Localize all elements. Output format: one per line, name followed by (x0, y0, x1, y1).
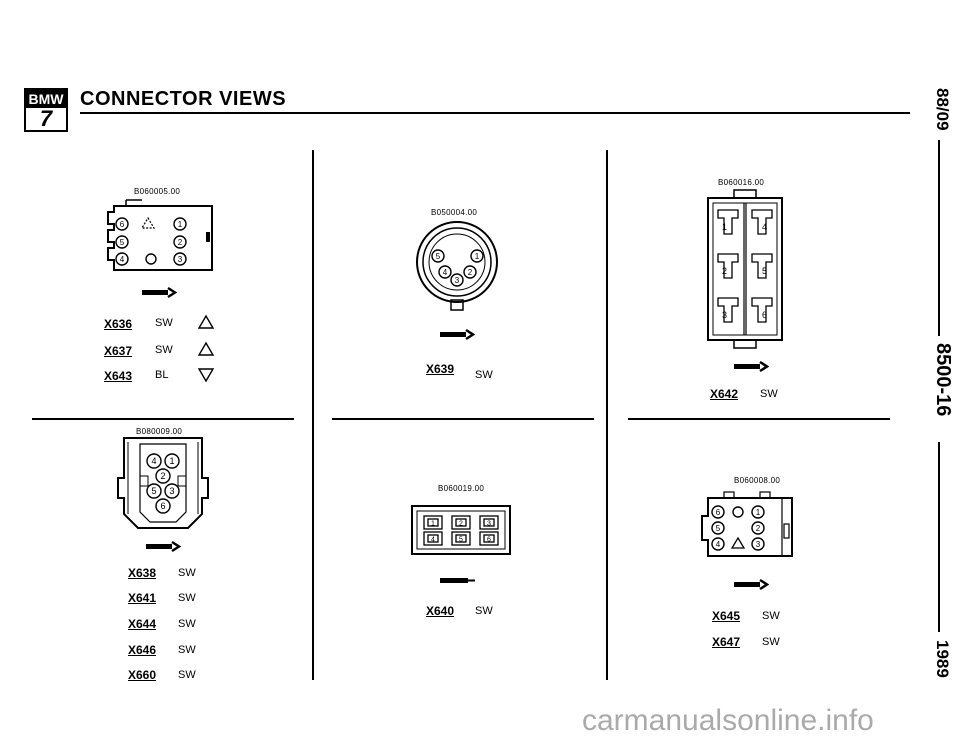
pin-label: 3 (487, 521, 491, 528)
pin-label: 2 (459, 521, 463, 528)
connector-diagram-b080009: 4 1 2 5 3 6 (117, 437, 209, 529)
view-direction-arrow-icon (734, 360, 770, 373)
row-divider-1 (32, 418, 294, 420)
diagram-code: B060016.00 (718, 178, 765, 187)
connector-id: X641 (128, 591, 157, 605)
pin-label: 4 (762, 222, 767, 232)
pin-label: 3 (756, 540, 761, 549)
pin-label: 2 (178, 238, 183, 247)
pin-label: 4 (120, 255, 125, 264)
connector-id: X643 (104, 369, 133, 383)
pin-label: 1 (475, 252, 480, 261)
connector-diagram-b060016: 1 4 2 5 3 6 (707, 189, 783, 349)
pin-label: 4 (431, 537, 435, 544)
diagram-code: B060019.00 (438, 484, 485, 493)
pin-label: 2 (160, 471, 165, 481)
pin-label: 4 (716, 540, 721, 549)
pin-label: 1 (756, 508, 761, 517)
triangle-up-icon (197, 341, 215, 356)
wire-color: SW (178, 644, 196, 656)
connector-id: X642 (710, 387, 739, 401)
pin-label: 4 (443, 268, 448, 277)
connector-diagram-b060019: 1 2 3 4 5 6 (411, 505, 511, 555)
wire-color: SW (155, 317, 173, 329)
connector-id: X660 (128, 668, 157, 682)
side-date: 88/09 (933, 88, 952, 131)
view-direction-arrow-icon (440, 328, 476, 341)
title-rule (80, 112, 910, 114)
pin-label: 2 (468, 268, 473, 277)
wire-color: BL (155, 369, 169, 381)
wire-color: SW (178, 669, 196, 681)
pin-label: 5 (459, 537, 463, 544)
column-divider-1 (312, 150, 314, 680)
connector-id: X638 (128, 566, 157, 580)
pin-label: 5 (762, 266, 767, 276)
connector-diagram-b060005: 6 1 5 2 4 3 (107, 199, 213, 271)
pin-label: 6 (487, 537, 491, 544)
wire-color: SW (475, 369, 493, 381)
wire-color: SW (760, 388, 778, 400)
pin-label: 1 (431, 521, 435, 528)
connector-diagram-b060008: 6 1 5 2 4 3 (701, 491, 793, 557)
pin-label: 3 (178, 255, 183, 264)
pin-label: 2 (722, 266, 727, 276)
watermark: carmanualsonline.info (582, 704, 874, 737)
pin-label: 1 (722, 222, 727, 232)
connector-id: X639 (426, 362, 455, 376)
pin-label: 6 (716, 508, 721, 517)
wire-color: SW (762, 610, 780, 622)
connector-id: X637 (104, 344, 133, 358)
pin-label: 6 (762, 310, 767, 320)
pin-label: 1 (178, 220, 183, 229)
pin-label: 5 (716, 524, 721, 533)
wire-color: SW (178, 618, 196, 630)
view-direction-arrow-icon (440, 578, 475, 583)
bmw-7-series-logo: BMW 7 (24, 88, 68, 132)
pin-label: 1 (169, 456, 174, 466)
diagram-code: B050004.00 (431, 208, 478, 217)
column-divider-2 (606, 150, 608, 680)
row-divider-2 (332, 418, 594, 420)
logo-series: 7 (39, 106, 53, 131)
view-direction-arrow-icon (146, 540, 182, 553)
wire-color: SW (178, 592, 196, 604)
pin-label: 3 (722, 310, 727, 320)
diagram-code: B060008.00 (734, 476, 781, 485)
side-rule-2 (938, 442, 940, 632)
pin-label: 4 (151, 456, 156, 466)
pin-label: 6 (120, 220, 125, 229)
connector-diagram-b050004: 5 1 4 2 3 (416, 221, 498, 311)
diagram-code: B060005.00 (134, 187, 181, 196)
side-page-number: 8500-16 (932, 343, 954, 417)
connector-id: X645 (712, 609, 741, 623)
page-title: CONNECTOR VIEWS (80, 88, 287, 110)
triangle-up-icon (197, 314, 215, 329)
pin-label: 2 (756, 524, 761, 533)
connector-id: X636 (104, 317, 133, 331)
view-direction-arrow-icon (734, 578, 770, 591)
wire-color: SW (178, 567, 196, 579)
wire-color: SW (155, 344, 173, 356)
side-rule-1 (938, 140, 940, 336)
pin-label: 5 (120, 238, 125, 247)
wire-color: SW (475, 605, 493, 617)
connector-id: X644 (128, 617, 157, 631)
logo-brand: BMW (26, 90, 66, 108)
view-direction-arrow-icon (142, 286, 178, 299)
pin-label: 3 (455, 276, 460, 285)
connector-id: X647 (712, 635, 741, 649)
pin-label: 5 (151, 486, 156, 496)
side-year: 1989 (933, 640, 952, 678)
pin-label: 6 (160, 501, 165, 511)
pin-label: 3 (169, 486, 174, 496)
pin-label: 5 (436, 252, 441, 261)
connector-id: X640 (426, 604, 455, 618)
triangle-down-icon (197, 368, 215, 383)
diagram-code: B080009.00 (136, 427, 183, 436)
wire-color: SW (762, 636, 780, 648)
row-divider-3 (628, 418, 890, 420)
connector-id: X646 (128, 643, 157, 657)
